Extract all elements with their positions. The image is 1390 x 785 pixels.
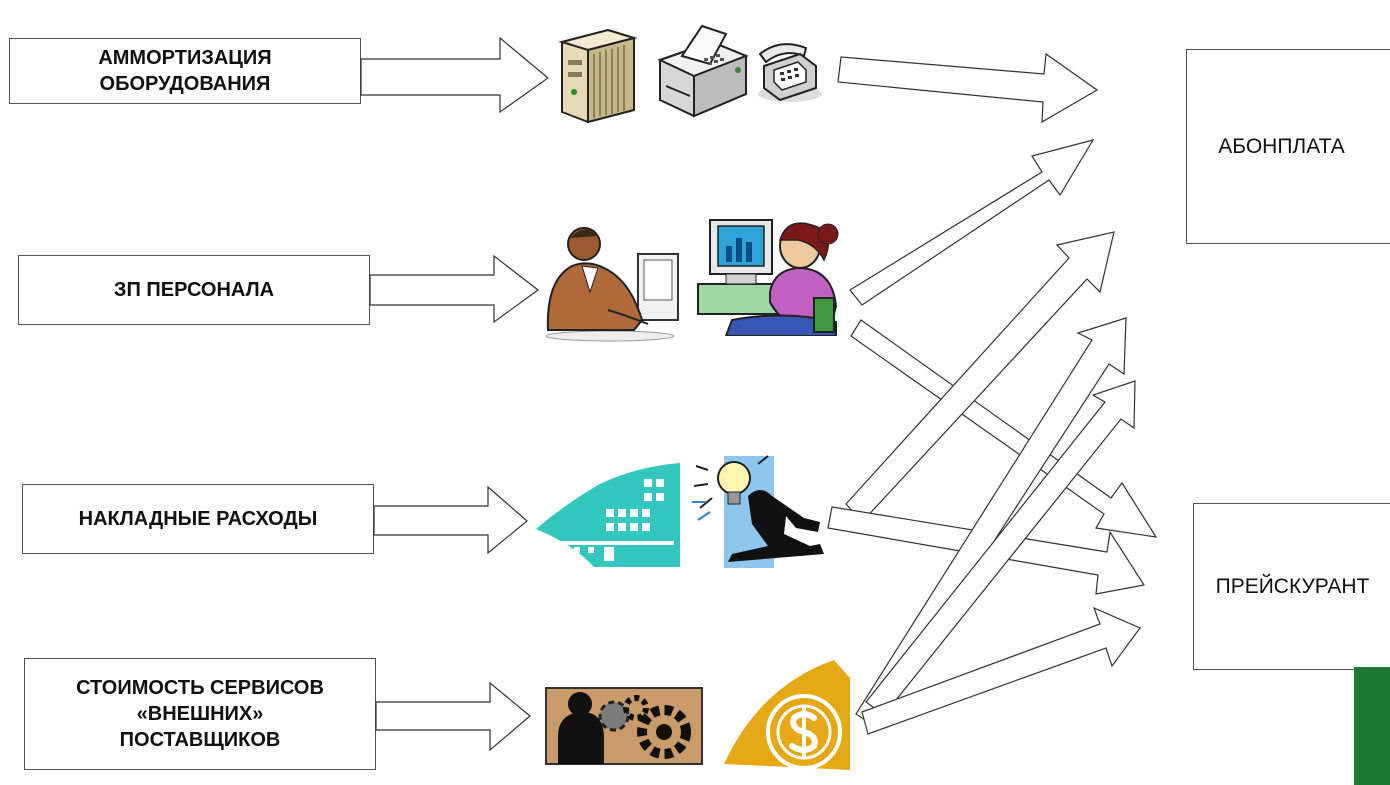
source-label-line: ПОСТАВЩИКОВ	[119, 729, 281, 751]
arrow-overhead-to-subscription	[845, 231, 1115, 523]
source-label-line: АММОРТИЗАЦИЯ	[98, 47, 272, 69]
idea-runner-icon	[692, 455, 824, 568]
dollar-coin-icon	[724, 660, 850, 770]
gears-businessman-icon	[545, 687, 703, 765]
arrow-salary-to-pricelist	[850, 319, 1158, 538]
arrow-external-to-pricelist	[861, 606, 1141, 735]
computer-operator-icon	[697, 219, 839, 336]
arrow-amortization-to-icons	[360, 36, 549, 114]
server-icon	[558, 28, 638, 124]
source-label-line: НАКЛАДНЫЕ РАСХОДЫ	[78, 508, 318, 530]
green-accent-block	[1354, 667, 1390, 785]
fax-machine-icon	[657, 24, 749, 118]
arrow-salary-to-icons	[369, 254, 540, 324]
source-label-line: ОБОРУДОВАНИЯ	[99, 73, 271, 95]
target-box-pricelist: ПРЕЙСКУРАНТ	[1193, 503, 1390, 670]
source-label-line: СТОИМОСТЬ СЕРВИСОВ	[76, 677, 324, 699]
office-worker-icon	[545, 227, 679, 342]
arrow-amortization-to-subscription	[837, 52, 1099, 124]
target-label: АБОНПЛАТА	[1218, 134, 1345, 158]
arrow-overhead-to-icons	[373, 485, 528, 555]
source-label-line: ЗП ПЕРСОНАЛА	[113, 279, 275, 301]
source-box-external: СТОИМОСТЬ СЕРВИСОВ «ВНЕШНИХ» ПОСТАВЩИКОВ	[24, 658, 376, 770]
target-box-subscription: АБОНПЛАТА	[1186, 49, 1390, 244]
office-building-icon	[536, 463, 680, 567]
telephone-icon	[758, 43, 822, 102]
source-label-line: «ВНЕШНИХ»	[136, 703, 264, 725]
target-label: ПРЕЙСКУРАНТ	[1215, 574, 1370, 598]
source-box-amortization: АММОРТИЗАЦИЯ ОБОРУДОВАНИЯ	[9, 38, 361, 104]
arrow-salary-to-subscription	[849, 139, 1095, 306]
source-box-overhead: НАКЛАДНЫЕ РАСХОДЫ	[22, 484, 374, 554]
arrow-external-to-icons	[375, 681, 531, 752]
arrow-external-to-subscription-2	[865, 380, 1136, 716]
